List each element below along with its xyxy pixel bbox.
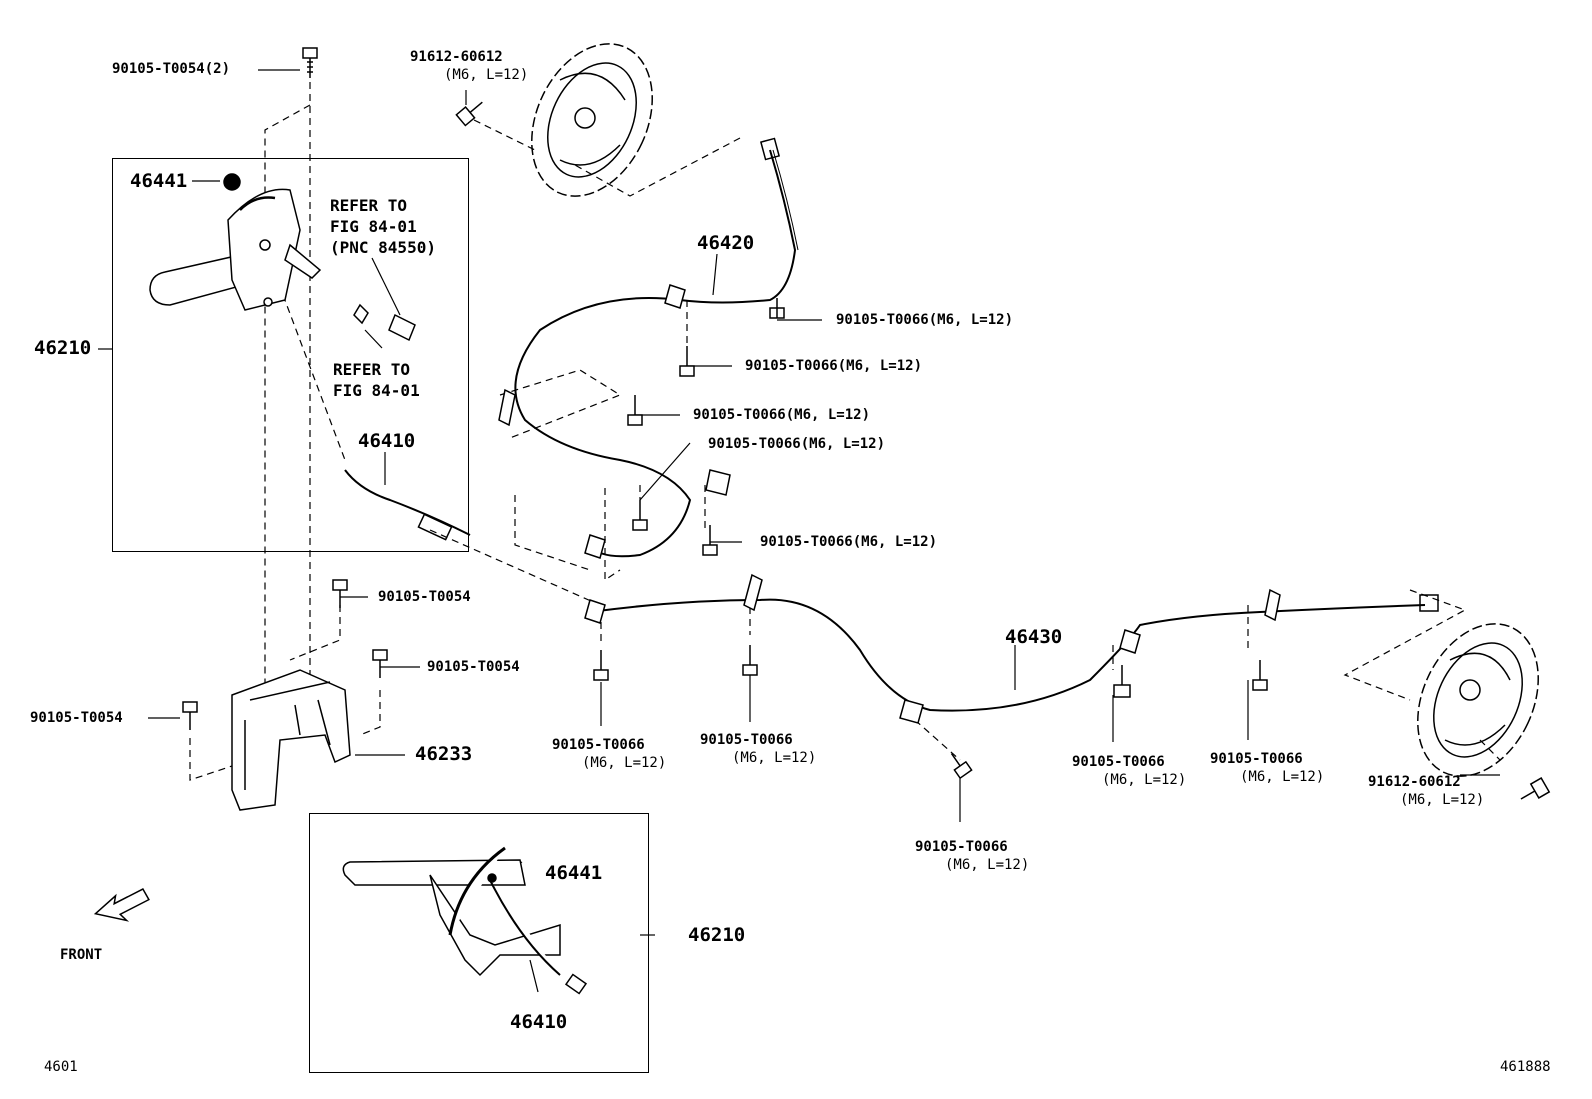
- part-spec-bolt-rear-drum-top: (M6, L=12): [444, 67, 529, 83]
- bolt-icon: [302, 47, 318, 78]
- parking-brake-cables: [344, 137, 1439, 712]
- refer-note-1-line-3: (PNC 84550): [330, 238, 436, 257]
- refer-note-2-line-1: REFER TO: [333, 360, 411, 379]
- bolt-icon: [742, 645, 758, 676]
- part-label-bolt-0054-a: 90105-T0054: [378, 589, 471, 605]
- upper-lever-group-box: [112, 158, 469, 552]
- bolt-icon: [769, 298, 785, 319]
- part-label-bolt-rear-drum-right: 91612-60612: [1368, 774, 1461, 790]
- part-label-lever-assy-upper: 46210: [34, 337, 92, 359]
- part-label-bolt-top-left: 90105-T0054(2): [112, 61, 231, 77]
- part-spec-bolt-low-5: (M6, L=12): [1240, 769, 1325, 785]
- bolt-icon: [679, 346, 695, 377]
- bolt-icon: [332, 579, 348, 608]
- part-label-cap-lower: 46441: [545, 862, 603, 884]
- part-label-bolt-low-1: 90105-T0066: [552, 737, 645, 753]
- bolt-icon: [702, 525, 718, 556]
- part-label-cable-no1-upper: 46410: [358, 430, 416, 452]
- part-spec-bolt-low-4: (M6, L=12): [1102, 772, 1187, 788]
- part-label-bracket: 46233: [415, 743, 473, 765]
- bolt-icon: [1252, 660, 1268, 691]
- part-label-bolt-low-5: 90105-T0066: [1210, 751, 1303, 767]
- bolt-icon: [632, 500, 648, 531]
- part-label-lever-assy-lower: 46210: [688, 924, 746, 946]
- part-spec-bolt-low-3: (M6, L=12): [945, 857, 1030, 873]
- refer-note-1-line-1: REFER TO: [330, 196, 408, 215]
- part-label-bolt-0066-c: 90105-T0066(M6, L=12): [693, 407, 871, 423]
- part-spec-bolt-rear-drum-right: (M6, L=12): [1400, 792, 1485, 808]
- part-label-bolt-0066-d: 90105-T0066(M6, L=12): [708, 436, 886, 452]
- part-label-cable-no1-lower: 46410: [510, 1011, 568, 1033]
- rear-brake-plate-upper: [531, 43, 653, 197]
- bolt-icon: [593, 650, 609, 681]
- front-label: FRONT: [60, 947, 103, 963]
- part-label-bolt-low-3: 90105-T0066: [915, 839, 1008, 855]
- part-label-bolt-0066-a: 90105-T0066(M6, L=12): [836, 312, 1014, 328]
- part-label-bolt-0054-b: 90105-T0054: [427, 659, 520, 675]
- parking-brake-lever-lower: [342, 846, 588, 995]
- lower-lever-group-box: [309, 813, 649, 1073]
- bolt-icon: [372, 649, 388, 678]
- bolt-icon: [455, 101, 483, 127]
- rear-brake-plate-lower: [1417, 623, 1539, 777]
- part-label-cable-no2: 46420: [697, 232, 755, 254]
- part-label-cap-upper: 46441: [130, 170, 188, 192]
- part-label-bolt-low-4: 90105-T0066: [1072, 754, 1165, 770]
- bolt-icon: [1520, 777, 1551, 800]
- refer-note-1-line-2: FIG 84-01: [330, 217, 417, 236]
- bolt-icons: [182, 47, 1551, 800]
- part-label-bolt-rear-drum-top: 91612-60612: [410, 49, 503, 65]
- part-label-bolt-0066-b: 90105-T0066(M6, L=12): [745, 358, 923, 374]
- cable-clamps: [498, 284, 1281, 724]
- part-label-bolt-0066-e: 90105-T0066(M6, L=12): [760, 534, 938, 550]
- part-label-bolt-0054-c: 90105-T0054: [30, 710, 123, 726]
- page-code-right: 461888: [1500, 1059, 1551, 1075]
- part-spec-bolt-low-2: (M6, L=12): [732, 750, 817, 766]
- bolt-icon: [950, 753, 973, 780]
- bolt-icon: [1113, 665, 1131, 698]
- bolt-icon: [627, 395, 643, 426]
- parking-brake-lever-upper: [149, 173, 416, 342]
- bracket-46233: [231, 669, 351, 811]
- refer-note-2-line-2: FIG 84-01: [333, 381, 420, 400]
- part-label-cable-no3: 46430: [1005, 626, 1063, 648]
- bolt-icon: [182, 701, 198, 730]
- front-arrow-icon: [93, 888, 150, 922]
- part-label-bolt-low-2: 90105-T0066: [700, 732, 793, 748]
- page-code-left: 4601: [44, 1059, 78, 1075]
- part-spec-bolt-low-1: (M6, L=12): [582, 755, 667, 771]
